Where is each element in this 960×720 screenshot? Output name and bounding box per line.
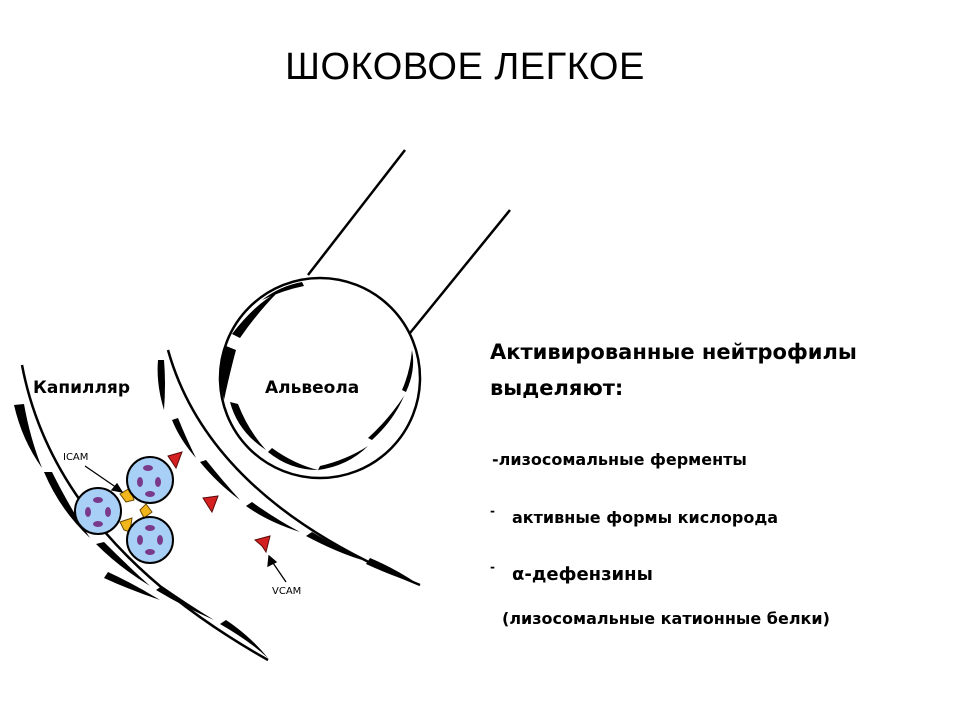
neutrophil <box>74 487 122 535</box>
list-item: -лизосомальные ферменты <box>492 450 747 469</box>
alveolar-cells <box>220 282 414 470</box>
list-item-text: активные формы кислорода <box>512 508 779 527</box>
endothelial-cells-outer <box>14 404 268 658</box>
panel-note: (лизосомальные катионные белки) <box>502 609 830 628</box>
endothelial-cells-inner <box>157 360 418 584</box>
neutrophil <box>126 516 174 564</box>
bullet-dash: - <box>490 504 495 518</box>
list-item: - активные формы кислорода <box>490 504 779 527</box>
vcam-receptors <box>167 451 271 554</box>
list-item-text: α-дефензины <box>512 564 653 585</box>
icam-arrow <box>84 465 124 493</box>
list-item: - α-дефензины <box>490 560 653 585</box>
panel-heading-line2: выделяют: <box>490 376 624 400</box>
neutrophil <box>126 456 174 504</box>
slide-title: ШОКОВОЕ ЛЕГКОЕ <box>285 46 645 88</box>
vcam-arrow <box>267 554 287 583</box>
vcam-label: VCAM <box>272 586 302 597</box>
alveolus-label: Альвеола <box>265 378 360 398</box>
alveolus-wall <box>218 276 422 480</box>
icam-label: ICAM <box>63 452 89 463</box>
alveolar-duct <box>307 149 511 334</box>
secretion-panel: Активированные нейтрофилы выделяют: -лиз… <box>490 334 950 628</box>
bullet-dash: - <box>490 560 495 574</box>
capillary-label: Капилляр <box>33 378 131 398</box>
panel-heading-line1: Активированные нейтрофилы <box>490 340 857 364</box>
